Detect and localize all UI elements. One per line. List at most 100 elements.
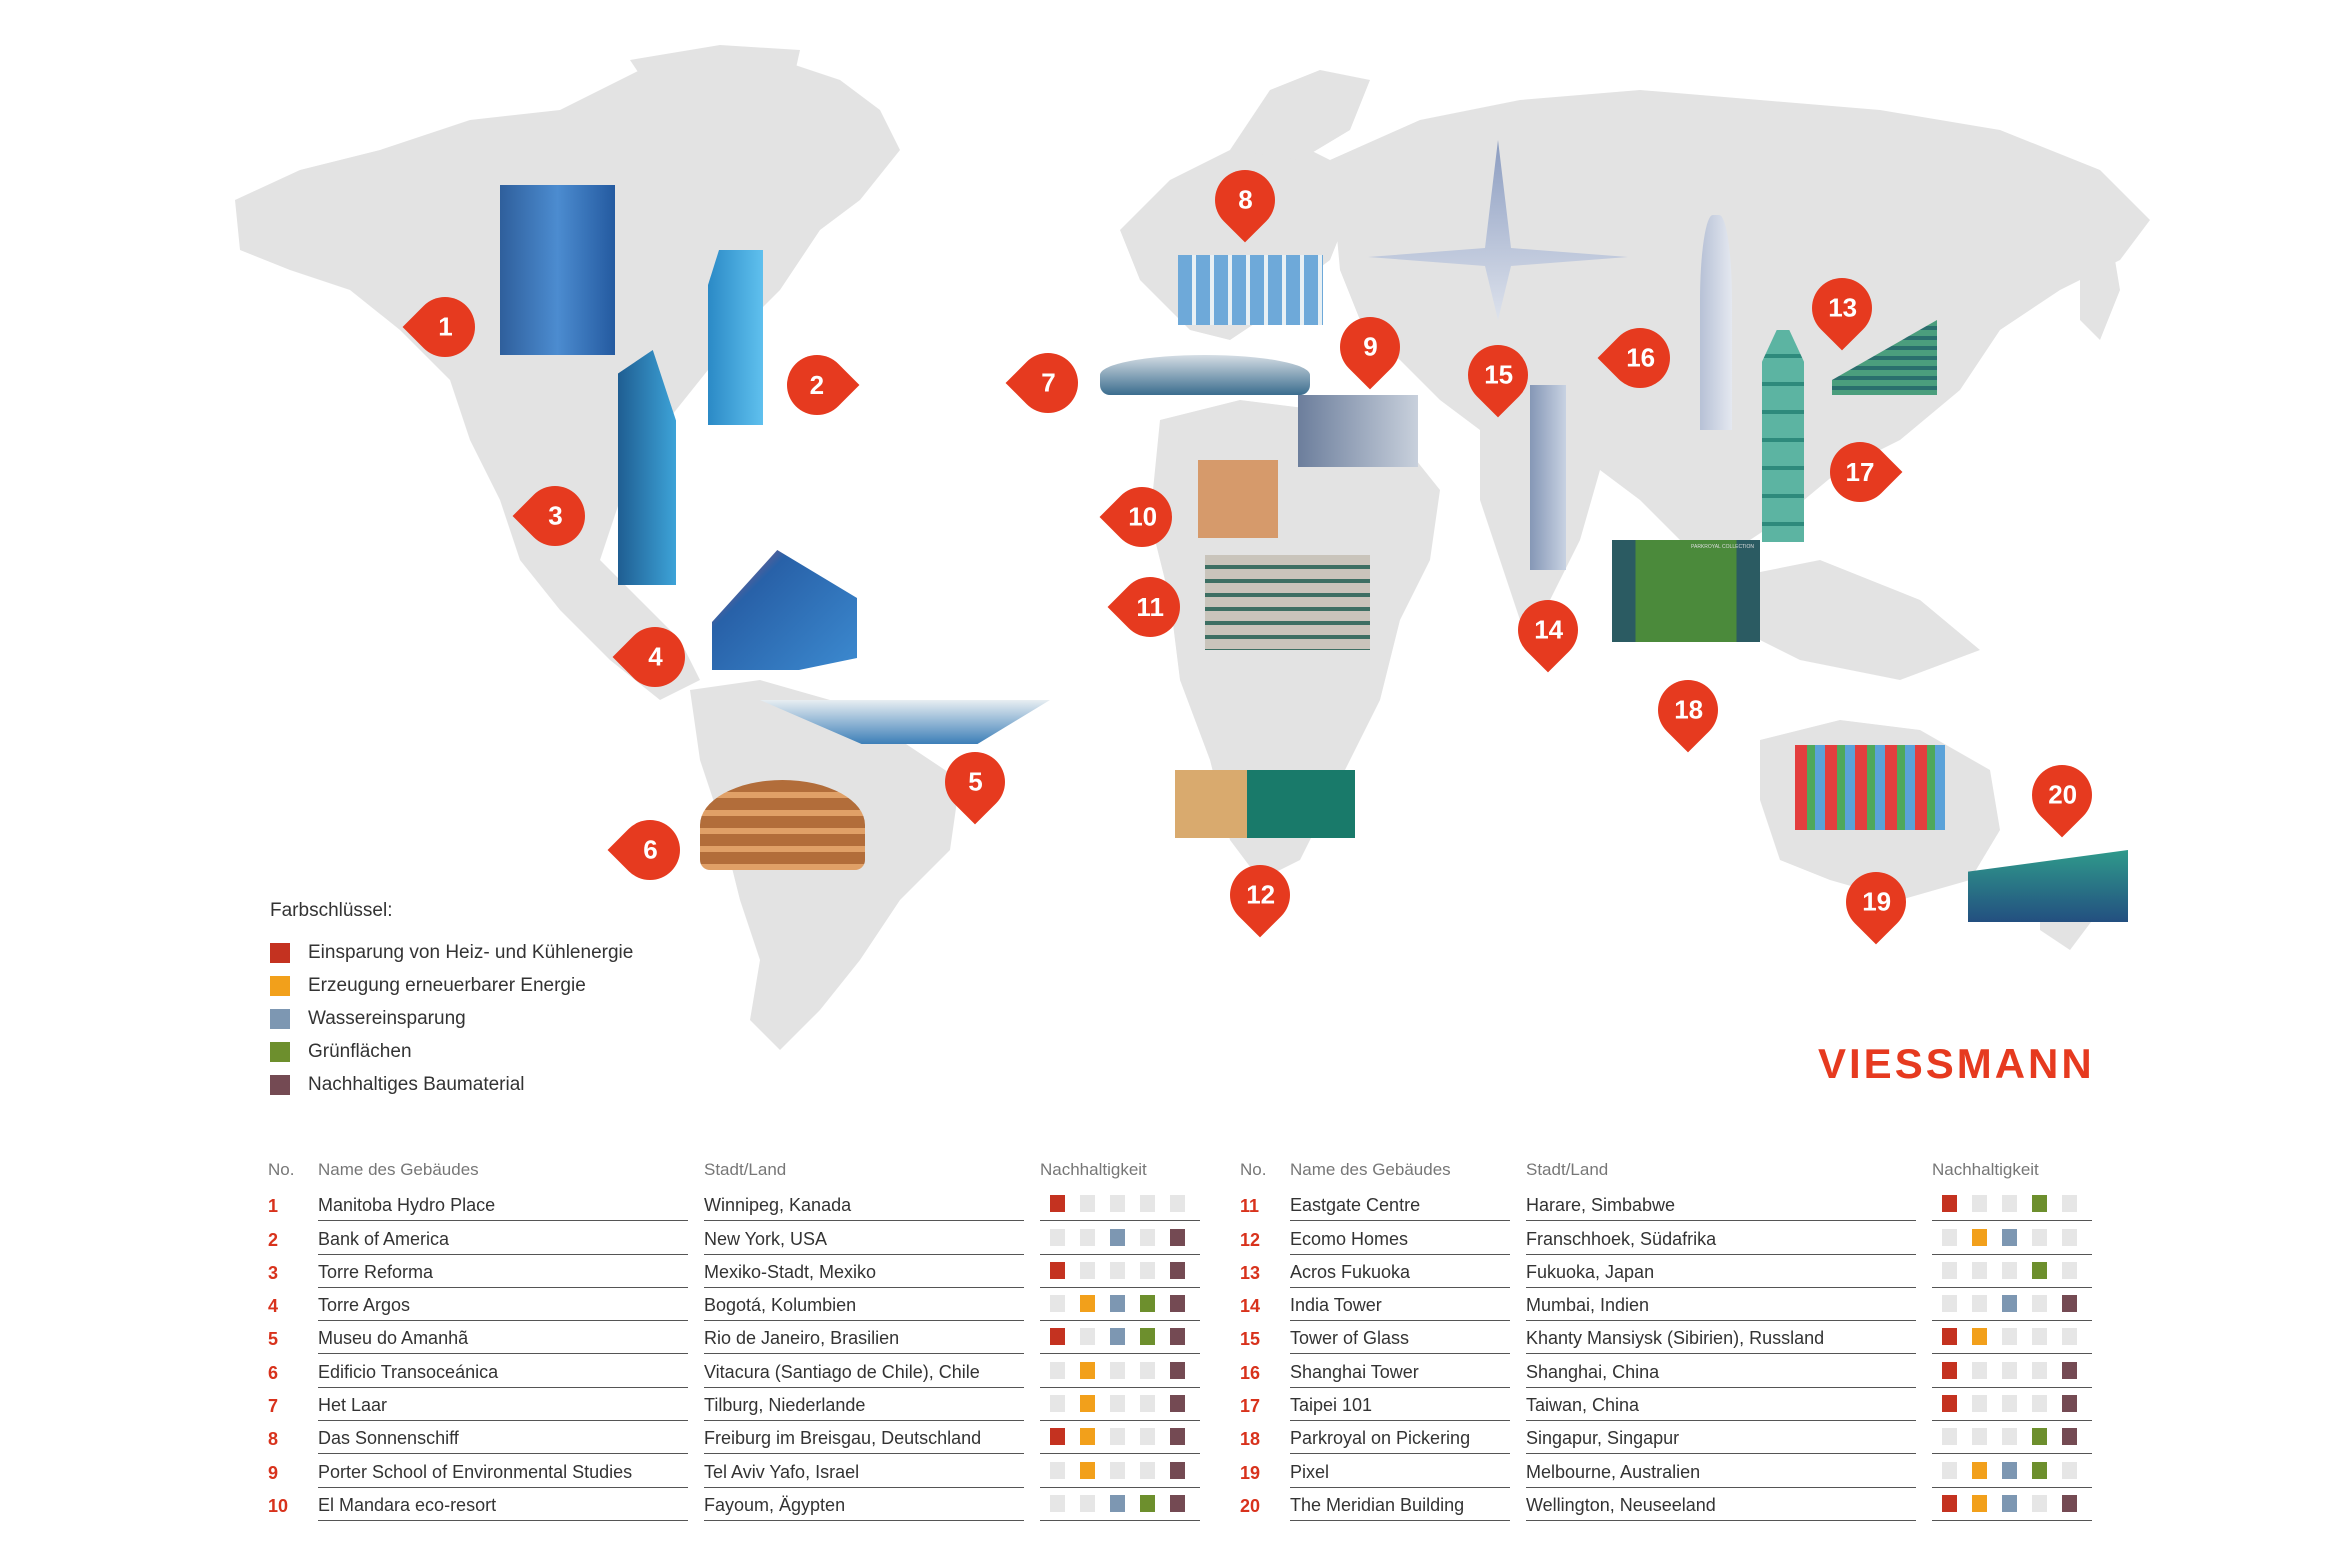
sustainability-square xyxy=(1170,1195,1185,1213)
building-name: India Tower xyxy=(1290,1292,1510,1322)
legend-item: Grünflächen xyxy=(270,1035,633,1068)
sustainability-square xyxy=(1942,1395,1957,1413)
sustainability-square xyxy=(1110,1328,1125,1346)
building-number: 10 xyxy=(268,1495,289,1516)
sustainability-square xyxy=(1110,1461,1125,1479)
sustainability-indicators xyxy=(1040,1492,1200,1521)
sustainability-square xyxy=(1972,1195,1987,1213)
sustainability-square xyxy=(1972,1395,1987,1413)
sustainability-square xyxy=(1942,1461,1957,1479)
sustainability-square xyxy=(1942,1228,1957,1246)
sustainability-square xyxy=(1050,1328,1065,1346)
legend-swatch xyxy=(270,1074,290,1095)
legend-title: Farbschlüssel: xyxy=(270,900,393,921)
building-city: Bogotá, Kolumbien xyxy=(704,1292,1024,1322)
sustainability-indicators xyxy=(1932,1492,2092,1521)
sustainability-square xyxy=(1080,1261,1095,1279)
sustainability-square xyxy=(1110,1261,1125,1279)
sustainability-indicators xyxy=(1932,1192,2092,1222)
building-city: Tilburg, Niederlande xyxy=(704,1392,1024,1422)
sustainability-square xyxy=(1972,1295,1987,1313)
table-header-no: No. xyxy=(268,1160,295,1179)
building-1-illustration xyxy=(500,185,615,355)
sustainability-square xyxy=(1140,1461,1155,1479)
building-number: 12 xyxy=(1240,1229,1261,1250)
building-city: Vitacura (Santiago de Chile), Chile xyxy=(704,1359,1024,1388)
building-name: Ecomo Homes xyxy=(1290,1226,1510,1255)
sustainability-square xyxy=(1050,1228,1065,1246)
building-number: 20 xyxy=(1240,1495,1261,1516)
building-12-illustration xyxy=(1175,770,1355,838)
sustainability-indicators xyxy=(1040,1325,1200,1355)
building-number: 6 xyxy=(268,1362,279,1383)
sustainability-square xyxy=(1170,1494,1185,1512)
table-header-city: Stadt/Land xyxy=(1526,1160,1609,1179)
sustainability-square xyxy=(2062,1428,2077,1446)
sustainability-square xyxy=(1140,1328,1155,1346)
sustainability-square xyxy=(1140,1428,1155,1446)
legend-swatch xyxy=(270,1008,290,1029)
sustainability-indicators xyxy=(1040,1425,1200,1455)
parkroyal-label: PARKROYAL COLLECTION xyxy=(1691,544,1754,550)
building-city: Freiburg im Breisgau, Deutschland xyxy=(704,1425,1024,1455)
building-city: Tel Aviv Yafo, Israel xyxy=(704,1459,1024,1488)
building-name: Manitoba Hydro Place xyxy=(318,1192,688,1222)
sustainability-square xyxy=(2002,1328,2017,1346)
sustainability-square xyxy=(2002,1494,2017,1512)
building-city: Wellington, Neuseeland xyxy=(1526,1492,1916,1521)
sustainability-square xyxy=(1050,1461,1065,1479)
sustainability-square xyxy=(1972,1461,1987,1479)
sustainability-square xyxy=(2062,1461,2077,1479)
building-7-illustration xyxy=(1100,355,1310,395)
sustainability-square xyxy=(1140,1228,1155,1246)
building-16-illustration xyxy=(1700,215,1732,430)
building-number: 18 xyxy=(1240,1429,1261,1450)
sustainability-square xyxy=(2032,1395,2047,1413)
sustainability-square xyxy=(2062,1261,2077,1279)
building-number: 8 xyxy=(268,1429,279,1450)
sustainability-square xyxy=(1942,1494,1957,1512)
sustainability-square xyxy=(1170,1395,1185,1413)
sustainability-square xyxy=(2002,1361,2017,1379)
building-9-illustration xyxy=(1298,395,1418,467)
building-number: 2 xyxy=(268,1229,279,1250)
building-19-illustration xyxy=(1795,745,1945,830)
table-header-sustainability: Nachhaltigkeit xyxy=(1040,1160,1147,1179)
building-number: 14 xyxy=(1240,1296,1261,1317)
building-name: Das Sonnenschiff xyxy=(318,1425,688,1455)
sustainability-square xyxy=(2002,1395,2017,1413)
sustainability-indicators xyxy=(1040,1392,1200,1422)
sustainability-square xyxy=(1110,1228,1125,1246)
sustainability-square xyxy=(1080,1494,1095,1512)
sustainability-square xyxy=(1110,1361,1125,1379)
building-10-illustration xyxy=(1198,460,1278,538)
sustainability-square xyxy=(1140,1261,1155,1279)
legend-item: Nachhaltiges Baumaterial xyxy=(270,1068,633,1101)
building-name: Torre Argos xyxy=(318,1292,688,1322)
sustainability-square xyxy=(2002,1261,2017,1279)
building-name: Acros Fukuoka xyxy=(1290,1259,1510,1288)
sustainability-indicators xyxy=(1040,1292,1200,1322)
table-header-city: Stadt/Land xyxy=(704,1160,787,1179)
sustainability-square xyxy=(1140,1395,1155,1413)
sustainability-square xyxy=(1972,1361,1987,1379)
sustainability-square xyxy=(2032,1228,2047,1246)
sustainability-square xyxy=(1170,1428,1185,1446)
building-city: Rio de Janeiro, Brasilien xyxy=(704,1325,1024,1355)
sustainability-indicators xyxy=(1040,1259,1200,1288)
sustainability-square xyxy=(1170,1228,1185,1246)
table-row: 8 Das Sonnenschiff Freiburg im Breisgau, D… xyxy=(268,1421,1216,1455)
legend-label: Wassereinsparung xyxy=(308,1007,466,1029)
sustainability-square xyxy=(1110,1395,1125,1413)
legend-label: Einsparung von Heiz- und Kühlenergie xyxy=(308,941,634,963)
sustainability-square xyxy=(1110,1195,1125,1213)
sustainability-indicators xyxy=(1040,1192,1200,1222)
sustainability-indicators xyxy=(1040,1226,1200,1255)
